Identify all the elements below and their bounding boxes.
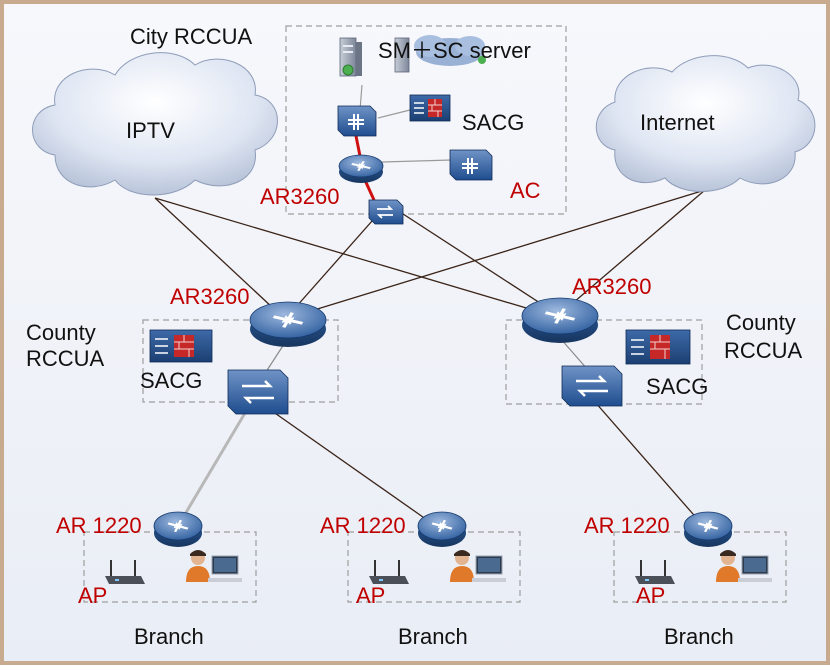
branch-uplink-link bbox=[176, 407, 250, 527]
iptv-cloud-label: IPTV bbox=[126, 118, 175, 143]
branch1-name: Branch bbox=[134, 624, 204, 649]
user-workstation-icon bbox=[716, 550, 772, 582]
branch1-router-label: AR 1220 bbox=[56, 513, 142, 538]
county-right-internal-link bbox=[559, 337, 589, 371]
server-icon bbox=[339, 35, 486, 77]
internet-cloud-label: Internet bbox=[640, 110, 715, 135]
access-point-icon bbox=[105, 560, 145, 584]
branch1-ap-label: AP bbox=[78, 583, 108, 608]
branch2-router-label: AR 1220 bbox=[320, 513, 406, 538]
branch-devices-3 bbox=[635, 511, 772, 584]
firewall-icon bbox=[149, 329, 213, 363]
county-left-sacg-label: SACG bbox=[140, 368, 203, 393]
county-left-title-line1: County bbox=[26, 320, 96, 345]
router-icon bbox=[417, 511, 467, 547]
city-router-label: AR3260 bbox=[260, 184, 340, 209]
switch-icon bbox=[227, 369, 289, 415]
branch2-name: Branch bbox=[398, 624, 468, 649]
city-sacg-link bbox=[377, 109, 411, 119]
router-icon bbox=[249, 301, 327, 347]
switch-icon bbox=[337, 105, 377, 137]
branch2-ap-label: AP bbox=[356, 583, 386, 608]
city-red-link-1 bbox=[354, 135, 362, 157]
branch3-name: Branch bbox=[664, 624, 734, 649]
ac-label: AC bbox=[510, 178, 541, 203]
user-workstation-icon bbox=[450, 550, 506, 582]
router-icon bbox=[521, 297, 599, 343]
access-controller-icon bbox=[449, 149, 493, 181]
switch-icon bbox=[368, 199, 404, 225]
city-rccua-box bbox=[285, 25, 567, 215]
county-left-router-label: AR3260 bbox=[170, 284, 250, 309]
user-workstation-icon bbox=[186, 550, 242, 582]
city-sacg-label: SACG bbox=[462, 110, 525, 135]
cloud-icon bbox=[32, 52, 278, 196]
county-right-title-line2: RCCUA bbox=[724, 338, 803, 363]
county-left-title-line2: RCCUA bbox=[26, 346, 105, 371]
cloud-icon bbox=[595, 55, 816, 192]
city-rccua-title: City RCCUA bbox=[130, 24, 253, 49]
router-icon bbox=[153, 511, 203, 547]
branch-devices-2 bbox=[369, 511, 506, 584]
branch-devices-1 bbox=[105, 511, 242, 584]
router-icon bbox=[683, 511, 733, 547]
access-point-icon bbox=[635, 560, 675, 584]
county-right-title-line1: County bbox=[726, 310, 796, 335]
access-point-icon bbox=[369, 560, 409, 584]
county-right-sacg-label: SACG bbox=[646, 374, 709, 399]
firewall-icon bbox=[625, 329, 691, 365]
firewall-icon bbox=[409, 94, 451, 122]
server-label: SM＋SC server bbox=[378, 38, 531, 63]
county-right-router-label: AR3260 bbox=[572, 274, 652, 299]
branch3-router-label: AR 1220 bbox=[584, 513, 670, 538]
branch3-ap-label: AP bbox=[636, 583, 666, 608]
city-ac-link bbox=[381, 159, 453, 163]
switch-icon bbox=[561, 365, 623, 407]
router-icon bbox=[338, 154, 384, 183]
mesh-links bbox=[154, 189, 706, 523]
